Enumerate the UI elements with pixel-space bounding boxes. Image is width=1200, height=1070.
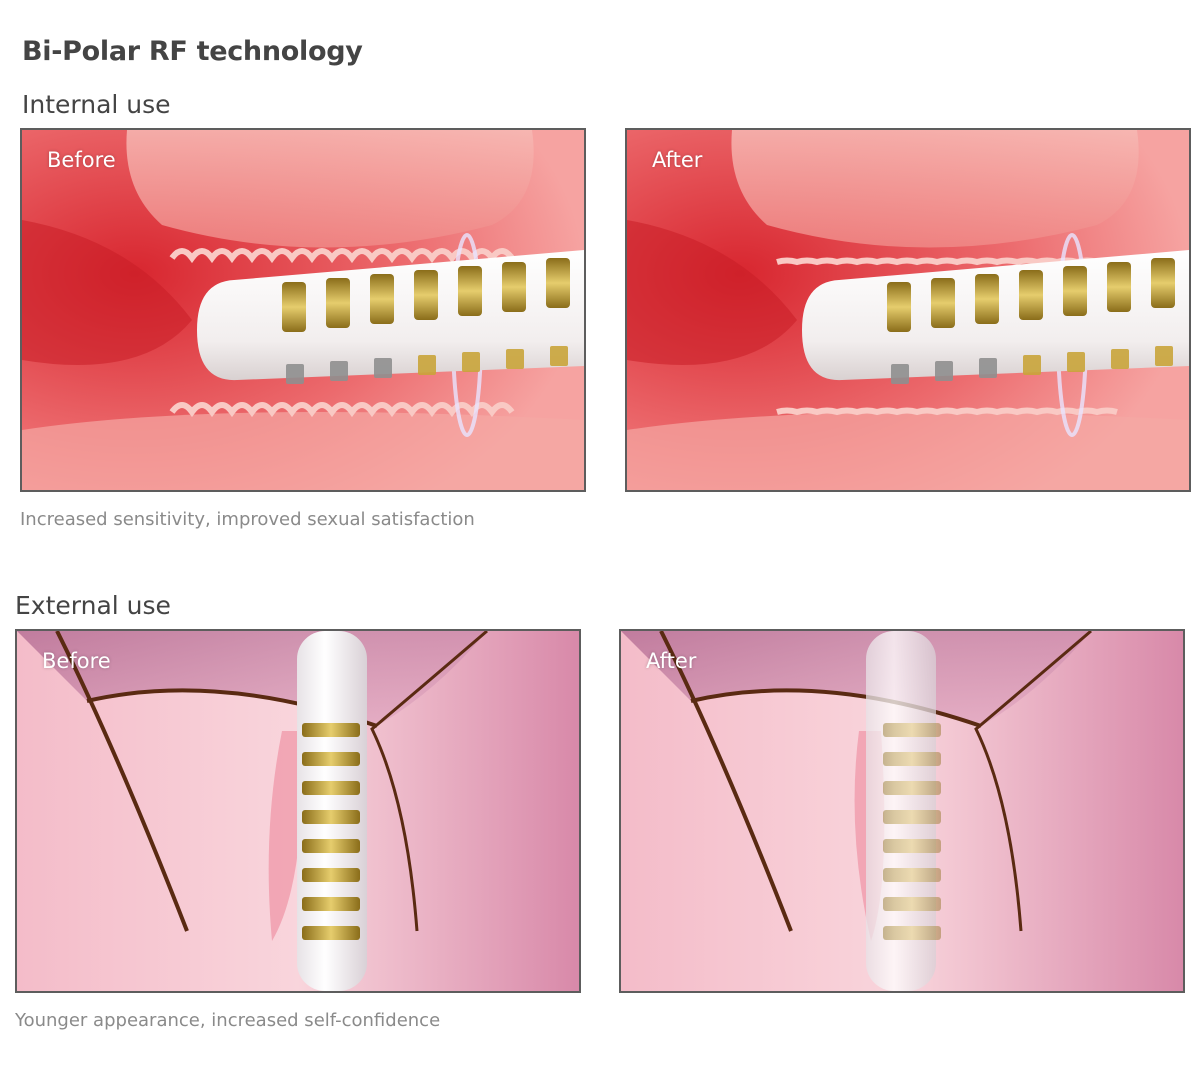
electrode-top [458, 266, 482, 316]
electrode-bottom [374, 358, 392, 378]
electrode-band [883, 810, 941, 824]
electrode-bottom [1155, 346, 1173, 366]
section-heading-internal: Internal use [22, 90, 171, 119]
panel-label: After [646, 649, 697, 673]
labia-fold [268, 731, 303, 941]
internal-before-panel: Before [20, 128, 586, 492]
electrode-top [975, 274, 999, 324]
electrode-top [931, 278, 955, 328]
electrode-top [326, 278, 350, 328]
page-title: Bi-Polar RF technology [22, 36, 363, 67]
electrode-band [883, 926, 941, 940]
upper-organ [731, 130, 1139, 248]
panel-label: Before [47, 148, 116, 172]
right-outline [974, 631, 1092, 932]
upper-outline [690, 688, 982, 728]
electrode-bottom [891, 364, 909, 384]
section-heading-external: External use [15, 591, 171, 620]
canal-top-wall [169, 248, 515, 264]
external-before-illustration [17, 631, 579, 991]
electrode-bottom [286, 364, 304, 384]
panel-label: Before [42, 649, 111, 673]
external-after-panel: After [619, 629, 1185, 993]
electrode-band [883, 781, 941, 795]
electrode-band [883, 752, 941, 766]
internal-caption: Increased sensitivity, improved sexual s… [20, 509, 475, 530]
electrode-bottom [935, 361, 953, 381]
electrode-band [302, 897, 360, 911]
upper-thigh-shadow [621, 631, 1091, 726]
electrode-top [1151, 258, 1175, 308]
electrode-top [414, 270, 438, 320]
left-outline [659, 631, 793, 932]
electrode-band [883, 839, 941, 853]
lower-tissue [627, 412, 1189, 490]
canal-bottom-wall [169, 402, 515, 418]
electrode-top [1107, 262, 1131, 312]
canal-bottom-wall [776, 407, 1118, 416]
left-tissue-fold [22, 220, 192, 365]
upper-organ [126, 130, 534, 248]
right-outline [370, 631, 488, 932]
electrode-band [302, 752, 360, 766]
external-caption: Younger appearance, increased self-confi… [15, 1010, 441, 1031]
electrode-bottom [462, 352, 480, 372]
panel-label: After [652, 148, 703, 172]
internal-before-illustration [22, 130, 584, 490]
electrode-bottom [506, 349, 524, 369]
upper-thigh-shadow [17, 631, 487, 726]
lower-tissue [22, 412, 584, 490]
internal-after-illustration [627, 130, 1189, 490]
electrode-top [370, 274, 394, 324]
external-after-illustration [621, 631, 1183, 991]
left-tissue-fold [627, 220, 797, 365]
electrode-band [883, 868, 941, 882]
electrode-top [887, 282, 911, 332]
electrode-bottom [1111, 349, 1129, 369]
electrode-band [302, 926, 360, 940]
electrode-bottom [550, 346, 568, 366]
electrode-bottom [979, 358, 997, 378]
electrode-bottom [330, 361, 348, 381]
electrode-band [302, 781, 360, 795]
electrode-bottom [1023, 355, 1041, 375]
electrode-bottom [1067, 352, 1085, 372]
electrode-top [546, 258, 570, 308]
electrode-top [1063, 266, 1087, 316]
electrode-band [883, 723, 941, 737]
internal-after-panel: After [625, 128, 1191, 492]
electrode-band [302, 839, 360, 853]
electrode-band [883, 897, 941, 911]
electrode-top [502, 262, 526, 312]
electrode-band [302, 810, 360, 824]
electrode-band [302, 868, 360, 882]
left-outline [55, 631, 189, 932]
electrode-top [1019, 270, 1043, 320]
electrode-top [282, 282, 306, 332]
external-before-panel: Before [15, 629, 581, 993]
electrode-band [302, 723, 360, 737]
electrode-bottom [418, 355, 436, 375]
